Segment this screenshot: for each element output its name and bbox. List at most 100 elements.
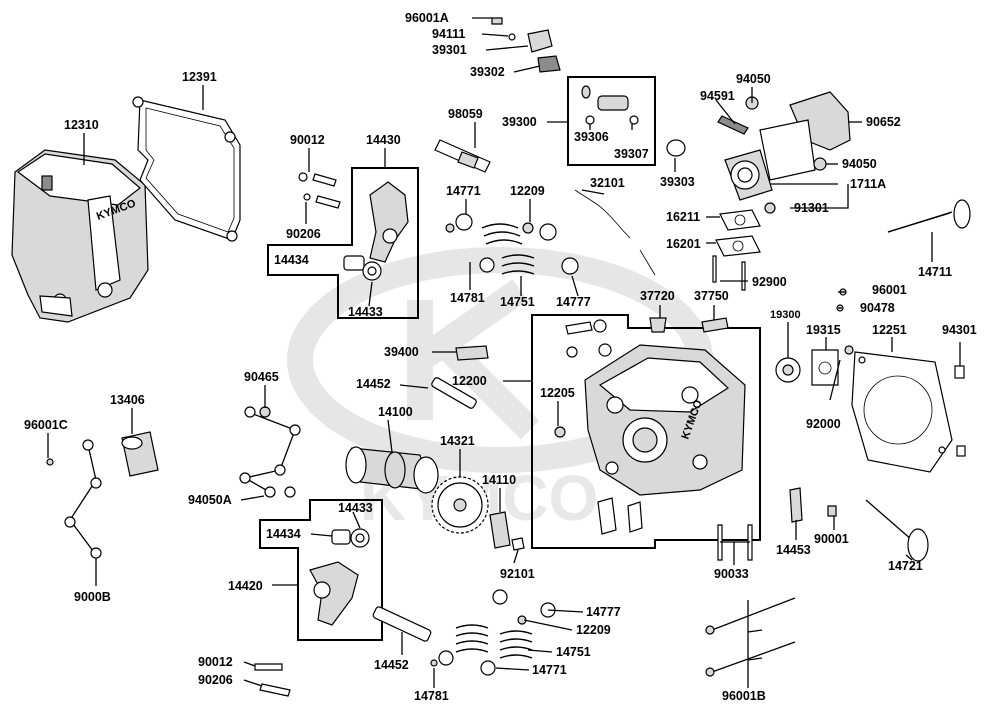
long-bolt-parts xyxy=(705,597,796,677)
label-9000B: 9000B xyxy=(74,590,111,604)
label-14433-upper: 14433 xyxy=(348,305,383,319)
label-14434-lower: 14434 xyxy=(266,527,301,541)
label-14777-upper: 14777 xyxy=(556,295,591,309)
cylinder-head-part: KYMCO xyxy=(554,319,746,535)
label-14434-upper: 14434 xyxy=(274,253,309,267)
label-12205: 12205 xyxy=(540,386,575,400)
label-90465: 90465 xyxy=(244,370,279,384)
label-96001B: 96001B xyxy=(722,689,766,703)
label-14781-upper: 14781 xyxy=(450,291,485,305)
fuel-injector-parts xyxy=(581,85,639,125)
box-injector-set xyxy=(567,76,656,166)
label-90012-upper: 90012 xyxy=(290,133,325,147)
group-boxes xyxy=(259,76,761,641)
label-96001: 96001 xyxy=(872,283,907,297)
screw-set-lower xyxy=(254,663,291,697)
sensor-wire-part xyxy=(574,189,631,239)
label-16201: 16201 xyxy=(666,237,701,251)
label-90652: 90652 xyxy=(866,115,901,129)
label-14420: 14420 xyxy=(228,579,263,593)
label-14433-lower: 14433 xyxy=(338,501,373,515)
cylinder-side-parts xyxy=(775,345,966,473)
camshaft-part xyxy=(345,446,439,494)
label-14751-upper: 14751 xyxy=(500,295,535,309)
label-94050-top: 94050 xyxy=(736,72,771,86)
label-14771-upper: 14771 xyxy=(446,184,481,198)
label-12251: 12251 xyxy=(872,323,907,337)
label-39301: 39301 xyxy=(432,43,467,57)
label-94111: 94111 xyxy=(432,27,465,41)
box-cylinder-head-assy xyxy=(531,314,761,549)
label-39306: 39306 xyxy=(574,130,609,144)
label-14321: 14321 xyxy=(440,434,475,448)
label-39307: 39307 xyxy=(614,147,649,161)
label-90206-lower: 90206 xyxy=(198,673,233,687)
label-39303: 39303 xyxy=(660,175,695,189)
cam-sprocket-part xyxy=(431,476,489,534)
label-14430: 14430 xyxy=(366,133,401,147)
label-14452-lower: 14452 xyxy=(374,658,409,672)
label-90012-lower: 90012 xyxy=(198,655,233,669)
label-1711A: 1711A xyxy=(850,177,886,191)
label-94050-mid: 94050 xyxy=(842,157,877,171)
label-91301: 91301 xyxy=(794,201,829,215)
label-14110: 14110 xyxy=(482,473,516,487)
breather-bracket-parts xyxy=(239,406,301,498)
label-12200: 12200 xyxy=(452,374,487,388)
throttle-body-part xyxy=(717,91,851,201)
label-16211: 16211 xyxy=(666,210,700,224)
label-90478: 90478 xyxy=(860,301,895,315)
intake-insulator-parts xyxy=(715,202,776,257)
label-39400: 39400 xyxy=(384,345,419,359)
cylinder-head-cover-part: KYMCO xyxy=(11,149,149,323)
cylinder-head-gasket-part xyxy=(132,96,241,242)
label-32101: 32101 xyxy=(590,176,625,190)
sensor-pointer-line xyxy=(639,249,656,276)
bolt-92101-part xyxy=(511,537,525,551)
label-14453: 14453 xyxy=(776,543,811,557)
label-39300: 39300 xyxy=(502,115,537,129)
label-14781-lower: 14781 xyxy=(414,689,449,703)
label-98059: 98059 xyxy=(448,107,483,121)
spark-plug-part xyxy=(434,139,491,173)
label-14777-lower: 14777 xyxy=(586,605,621,619)
valve-spring-set-upper xyxy=(445,213,579,275)
label-13406: 13406 xyxy=(110,393,145,407)
sensor-39400-part xyxy=(455,345,489,361)
label-94591: 94591 xyxy=(700,89,735,103)
label-12209-lower: 12209 xyxy=(576,623,611,637)
label-12391: 12391 xyxy=(182,70,217,84)
injector-holder-parts xyxy=(491,17,561,73)
leader-lines xyxy=(47,17,961,688)
label-14100: 14100 xyxy=(378,405,413,419)
valve-parts xyxy=(865,199,971,562)
stud-bolt-parts xyxy=(712,255,746,291)
rocker-shaft-lower-part xyxy=(372,606,432,642)
label-96001A: 96001A xyxy=(405,11,449,25)
label-90001: 90001 xyxy=(814,532,849,546)
rocker-arm-upper-part xyxy=(298,172,409,281)
label-90206-upper: 90206 xyxy=(286,227,321,241)
tensioner-part xyxy=(489,511,511,549)
o-ring-part xyxy=(666,139,686,157)
part-number-labels: 96001A 94111 39301 39302 12391 12310 940… xyxy=(24,11,977,703)
box-rocker-arm-upper xyxy=(267,167,419,319)
label-90033: 90033 xyxy=(714,567,749,581)
label-19300: 19300 xyxy=(770,309,801,321)
label-14771-lower: 14771 xyxy=(532,663,567,677)
label-19315: 19315 xyxy=(806,323,841,337)
label-12209-upper: 12209 xyxy=(510,184,545,198)
label-96001C: 96001C xyxy=(24,418,68,432)
label-94050A: 94050A xyxy=(188,493,232,507)
rocker-shaft-upper-part xyxy=(431,377,477,409)
rocker-arm-lower-part xyxy=(309,528,370,626)
label-37750: 37750 xyxy=(694,289,729,303)
label-92101: 92101 xyxy=(500,567,535,581)
label-14721: 14721 xyxy=(888,559,923,573)
label-39302: 39302 xyxy=(470,65,505,79)
label-92000: 92000 xyxy=(806,417,841,431)
box-rocker-arm-lower xyxy=(259,499,383,641)
label-14751-lower: 14751 xyxy=(556,645,591,659)
